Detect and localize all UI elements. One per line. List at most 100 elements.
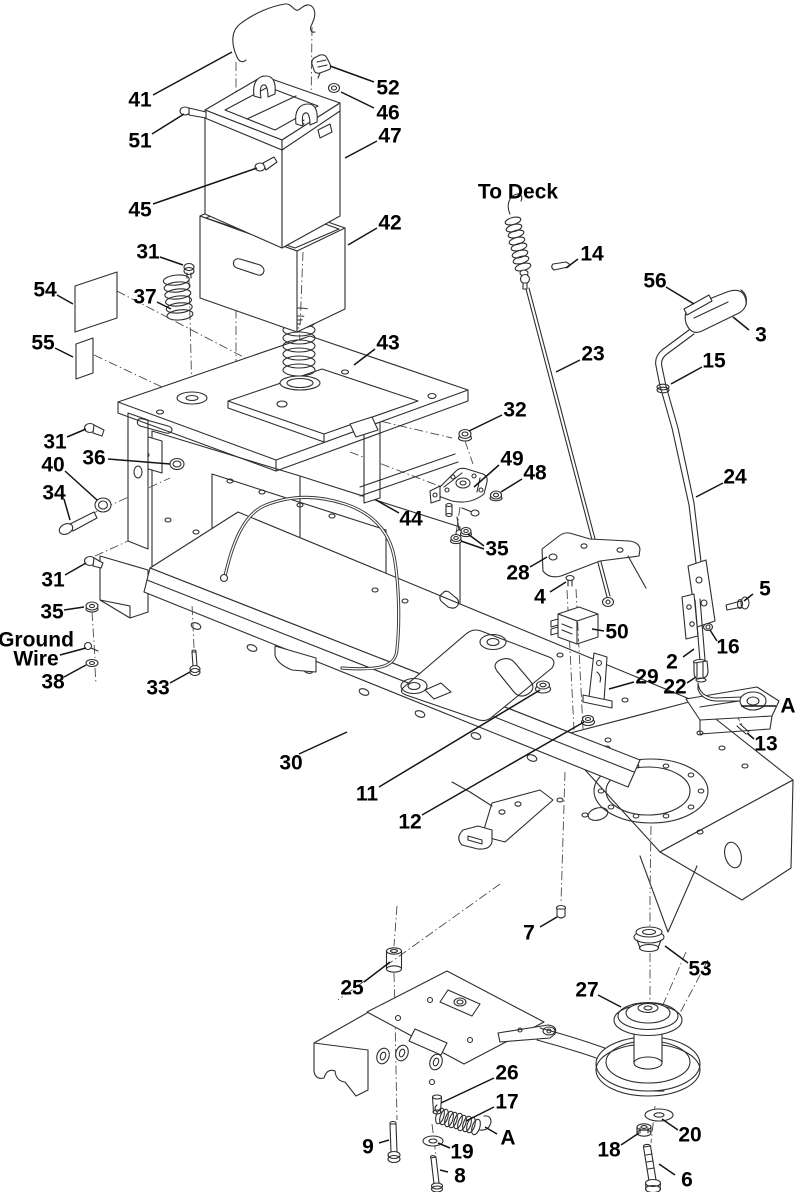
nut-16 xyxy=(702,622,714,632)
leader-line-14 xyxy=(565,258,579,269)
pto-bracket-28 xyxy=(541,532,647,589)
part-label-48: 48 xyxy=(523,462,547,485)
leader-line-18 xyxy=(620,1132,640,1146)
part-label-53: 53 xyxy=(688,958,711,981)
part-label-9: 9 xyxy=(362,1136,374,1159)
leader-line-36 xyxy=(107,458,171,465)
leader-line-37 xyxy=(156,301,172,310)
part-label-31-2: 31 xyxy=(43,431,67,454)
nut-48 xyxy=(489,490,503,502)
nut-32 xyxy=(457,428,473,442)
leader-line-2 xyxy=(682,648,695,658)
ground-wire-eyelet xyxy=(83,641,99,652)
part-label-30: 30 xyxy=(279,752,302,775)
part-label-34: 34 xyxy=(42,482,66,505)
pulley-27 xyxy=(595,1001,701,1097)
part-label-41: 41 xyxy=(128,89,152,112)
bolt-45 xyxy=(254,156,278,172)
leader-line-19 xyxy=(437,1142,451,1149)
leader-line-50 xyxy=(591,628,605,632)
leader-line-35-2 xyxy=(467,533,485,547)
part-label-8: 8 xyxy=(454,1165,466,1188)
part-label-11: 11 xyxy=(356,783,379,806)
leader-line-31-1 xyxy=(159,256,184,266)
part-label-7: 7 xyxy=(523,922,535,945)
safety-switch-50 xyxy=(550,606,599,645)
leader-line-A-2 xyxy=(484,1126,498,1135)
leader-line-7 xyxy=(539,916,558,928)
part-label-5: 5 xyxy=(759,578,771,601)
part-label-A-2: A xyxy=(500,1127,515,1150)
pin-13 xyxy=(736,723,750,735)
clip-52 xyxy=(311,54,332,79)
part-label-18: 18 xyxy=(597,1139,621,1162)
leader-line-33 xyxy=(169,671,191,684)
part-label-16: 16 xyxy=(716,636,739,659)
bolt-34 xyxy=(58,511,98,535)
pivot-plate-assembly xyxy=(313,947,557,1192)
bolt-5 xyxy=(725,596,750,611)
part-label-6: 6 xyxy=(681,1169,693,1192)
leader-line-51 xyxy=(151,113,185,135)
collar-15 xyxy=(656,383,670,391)
leader-line-47 xyxy=(344,140,378,159)
bolt-31b xyxy=(83,422,105,437)
leader-line-27 xyxy=(597,994,622,1008)
spacer-26 xyxy=(431,1094,443,1115)
leader-line-53 xyxy=(664,945,689,964)
leader-line-43 xyxy=(353,348,376,366)
part-label-49: 49 xyxy=(500,448,523,471)
part-label-56: 56 xyxy=(643,270,666,293)
leader-line-55 xyxy=(54,347,74,358)
leader-line-6 xyxy=(658,1163,676,1176)
bolt-8 xyxy=(429,1155,444,1192)
frame-weldment xyxy=(99,430,794,933)
spacer-25 xyxy=(385,947,403,955)
part-label-17: 17 xyxy=(495,1091,518,1114)
leader-line-26 xyxy=(440,1077,495,1104)
part-label-36: 36 xyxy=(82,447,105,470)
leader-line-25 xyxy=(363,961,391,983)
leader-line-54 xyxy=(56,294,74,305)
leader-line-44 xyxy=(375,499,400,514)
pivot-arm-bracket-A xyxy=(685,682,780,735)
leader-line-35-1 xyxy=(63,606,85,611)
plate-54 xyxy=(74,271,118,333)
washer-38 xyxy=(85,658,99,668)
flange-nut-12 xyxy=(580,714,596,727)
leader-line-5 xyxy=(743,593,754,602)
nut-35a xyxy=(85,601,99,613)
part-label-14: 14 xyxy=(580,243,604,266)
part-label-26: 26 xyxy=(495,1062,518,1085)
leader-line-8 xyxy=(439,1169,449,1173)
leader-line-49 xyxy=(473,464,500,488)
bolt-6 xyxy=(642,1143,662,1192)
part-label-13: 13 xyxy=(754,733,777,756)
part-label-38: 38 xyxy=(41,671,65,694)
part-label-31-1: 31 xyxy=(136,241,160,264)
leader-line-9 xyxy=(378,1139,390,1144)
leader-line-40 xyxy=(64,470,98,501)
bolt-9 xyxy=(387,1120,401,1164)
part-label-32: 32 xyxy=(503,399,526,422)
part-label-31-3: 31 xyxy=(41,569,65,592)
bolt-7 xyxy=(555,904,567,919)
leader-line-48 xyxy=(500,478,523,493)
nut-46 xyxy=(327,82,341,94)
part-label-42: 42 xyxy=(378,212,401,235)
interlock-bracket-29 xyxy=(582,652,613,709)
fasteners-left xyxy=(58,54,341,677)
battery-terminal-left xyxy=(253,75,276,99)
bolt-36 xyxy=(169,457,185,471)
part-label-22: 22 xyxy=(663,676,686,699)
leader-line-24 xyxy=(695,482,724,498)
decal-56 xyxy=(683,294,713,316)
footrest-plate xyxy=(400,629,555,722)
leader-line-ground-wire xyxy=(59,647,87,656)
bolt-51 xyxy=(179,106,207,119)
battery-holddown-rod xyxy=(232,3,316,63)
part-label-24: 24 xyxy=(723,466,747,489)
seat-spring-left xyxy=(162,274,194,321)
bushing-40 xyxy=(94,497,112,513)
